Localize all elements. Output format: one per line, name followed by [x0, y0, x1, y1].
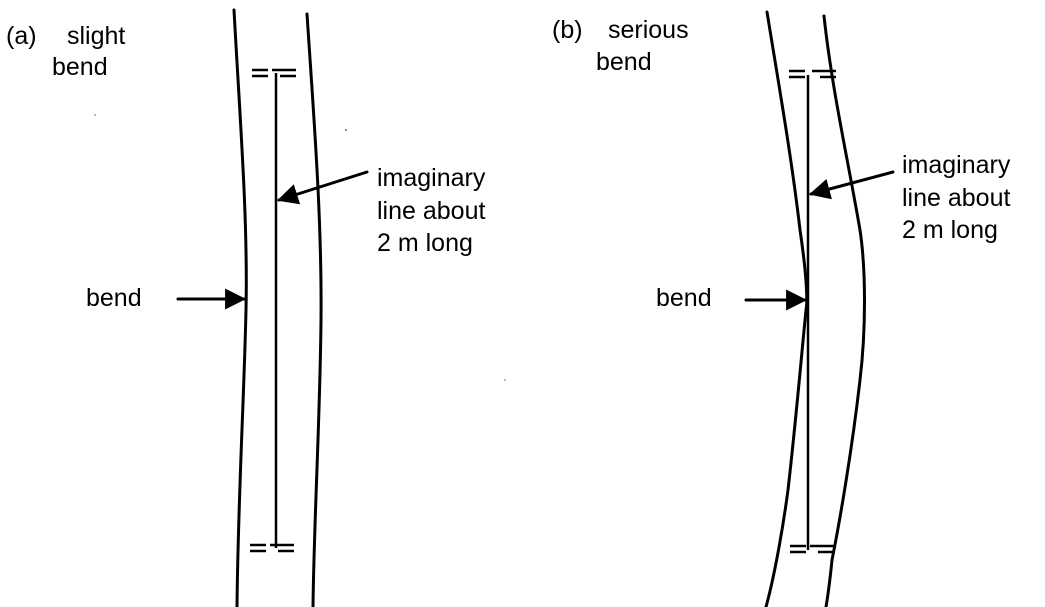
panel-b-tag: (b) [552, 16, 583, 44]
panel-a-left-edge [232, 8, 248, 607]
panel-b-title-line2: bend [596, 48, 652, 76]
scan-specks [94, 114, 506, 381]
panel-a-title-line1: slight [67, 22, 125, 50]
panel-b-bend-label: bend [656, 284, 712, 312]
panel-b-imaginary-label-line3: 2 m long [902, 216, 998, 244]
panel-b-title-line1: serious [608, 16, 689, 44]
panel-b-imaginary-label-line2: line about [902, 184, 1010, 212]
panel-a-imaginary-label-line3: 2 m long [377, 229, 473, 257]
panel-a: (a) slight bend imaginary line about 2 m… [6, 8, 486, 607]
panel-a-tag: (a) [6, 22, 37, 50]
panel-a-imaginary-arrow [276, 170, 369, 205]
panel-a-top-marks [252, 68, 296, 78]
panel-b-bottom-marks [790, 544, 834, 554]
panel-b-imaginary-label-line1: imaginary [902, 151, 1011, 179]
panel-a-right-edge [305, 12, 323, 607]
panel-a-bend-label: bend [86, 284, 142, 312]
panel-b-top-marks [789, 69, 836, 79]
panel-a-imaginary-label-line1: imaginary [377, 164, 486, 192]
panel-a-title-line2: bend [52, 53, 108, 81]
panel-b-right-edge [822, 14, 866, 607]
panel-a-imaginary-label-line2: line about [377, 197, 485, 225]
panel-b-imaginary-arrow [808, 170, 895, 200]
panel-a-bottom-marks [250, 543, 294, 553]
panel-b: (b) serious bend imaginary line about 2 … [552, 10, 1011, 607]
panel-b-left-edge [764, 10, 809, 607]
